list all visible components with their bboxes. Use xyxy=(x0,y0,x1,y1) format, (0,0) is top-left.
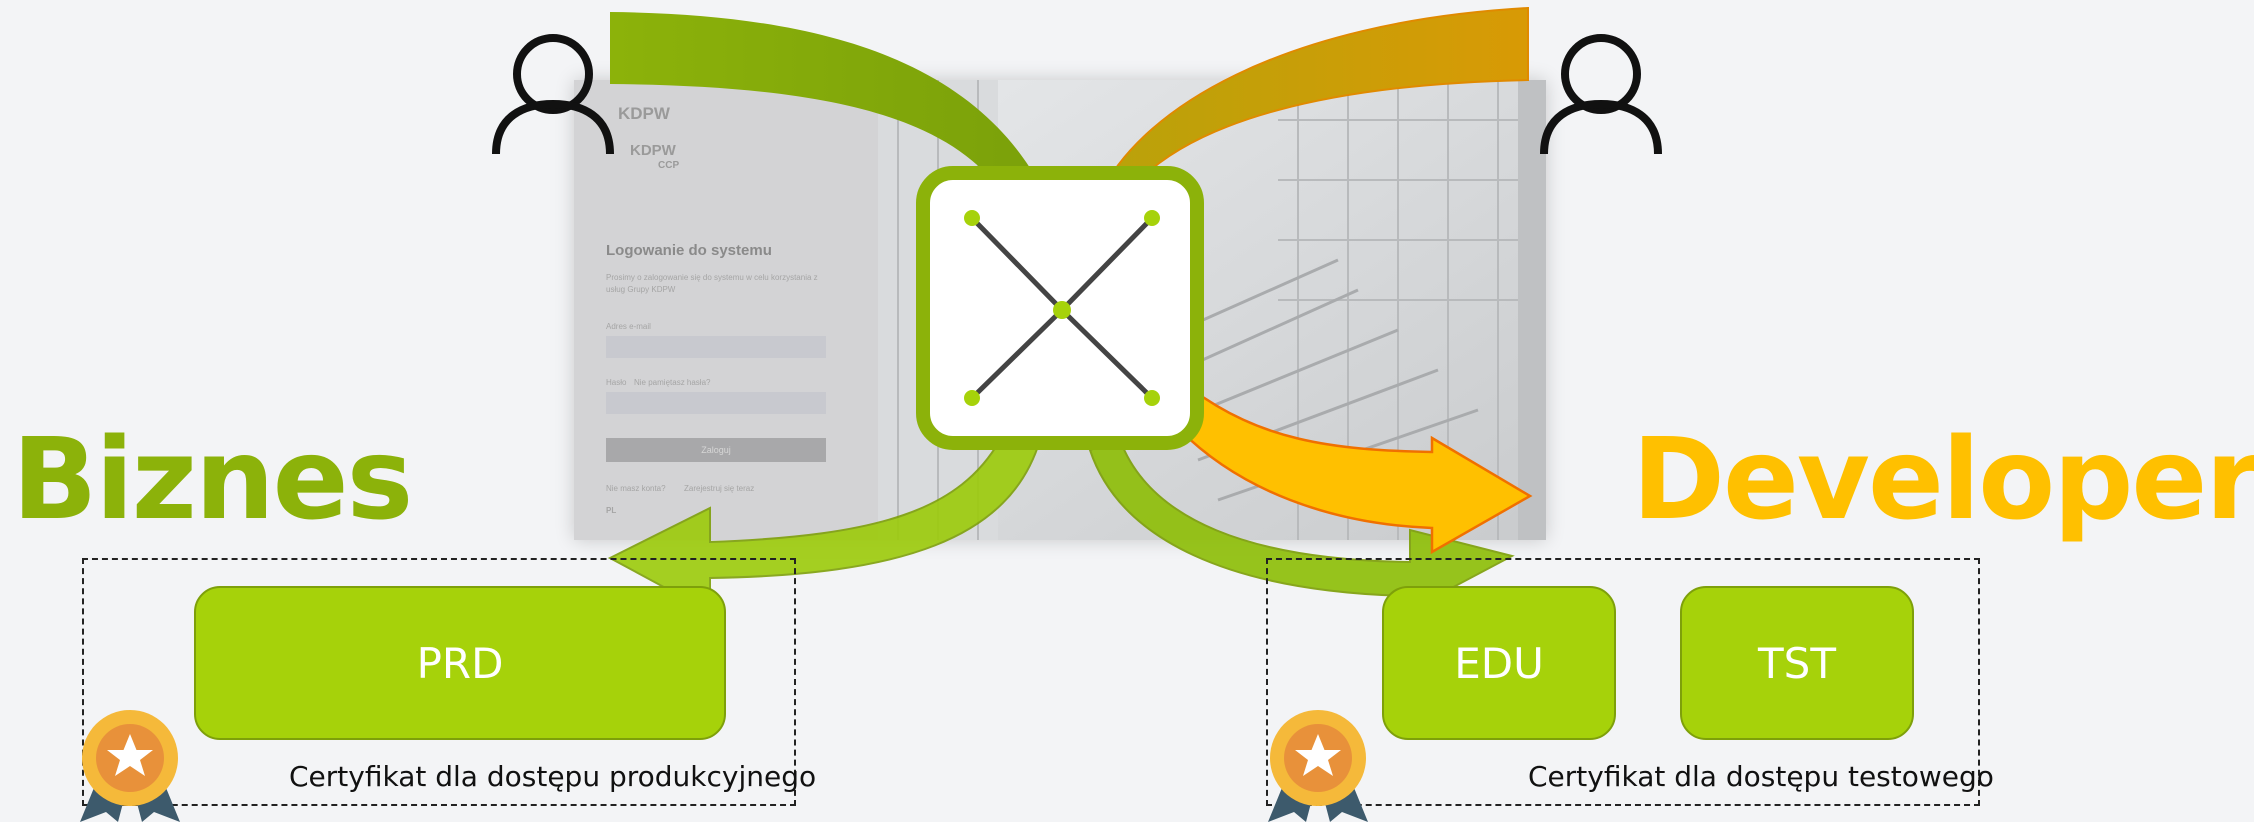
test-certificate-caption: Certyfikat dla dostępu testowego xyxy=(1528,760,1994,793)
test-zone xyxy=(1266,558,1980,806)
env-edu: EDU xyxy=(1382,586,1616,740)
login-button[interactable]: Zaloguj xyxy=(606,438,826,462)
env-prd: PRD xyxy=(194,586,726,740)
language-selector[interactable]: PL xyxy=(606,506,617,515)
email-field[interactable] xyxy=(606,336,826,358)
no-account-text: Nie masz konta? xyxy=(606,484,666,493)
login-screenshot: KDPW KDPW CCP Logowanie do systemu Prosi… xyxy=(574,80,1546,540)
password-field[interactable] xyxy=(606,392,826,414)
password-label: Hasło xyxy=(606,378,627,387)
award-badge-icon xyxy=(1268,710,1368,822)
email-label: Adres e-mail xyxy=(606,322,651,331)
outgoing-arrow-prd xyxy=(607,439,1042,614)
login-heading: Logowanie do systemu xyxy=(606,242,772,259)
network-node-icon xyxy=(916,166,1204,450)
incoming-arrow-business xyxy=(610,12,1060,205)
brand-logo-2-sub: CCP xyxy=(658,160,680,171)
user-icon xyxy=(492,34,614,154)
login-button-label: Zaloguj xyxy=(701,445,731,455)
production-zone xyxy=(82,558,796,806)
developers-label: Developers xyxy=(1632,415,2254,545)
award-badge-icon xyxy=(80,710,180,822)
forgot-password-link[interactable]: Nie pamiętasz hasła? xyxy=(634,378,711,387)
register-link[interactable]: Zarejestruj się teraz xyxy=(684,484,755,493)
login-intro: Prosimy o zalogowanie się do systemu w c… xyxy=(606,273,818,294)
env-edu-label: EDU xyxy=(1454,638,1544,688)
env-tst-label: TST xyxy=(1758,638,1836,688)
env-tst: TST xyxy=(1680,586,1914,740)
brand-logo-1: KDPW xyxy=(618,104,670,123)
production-certificate-caption: Certyfikat dla dostępu produkcyjnego xyxy=(289,760,817,793)
brand-logo-2: KDPW xyxy=(630,142,676,159)
user-icon xyxy=(1540,34,1662,154)
env-prd-label: PRD xyxy=(416,638,504,688)
business-label: Biznes xyxy=(12,415,413,545)
outgoing-arrow-developers xyxy=(1178,385,1533,555)
